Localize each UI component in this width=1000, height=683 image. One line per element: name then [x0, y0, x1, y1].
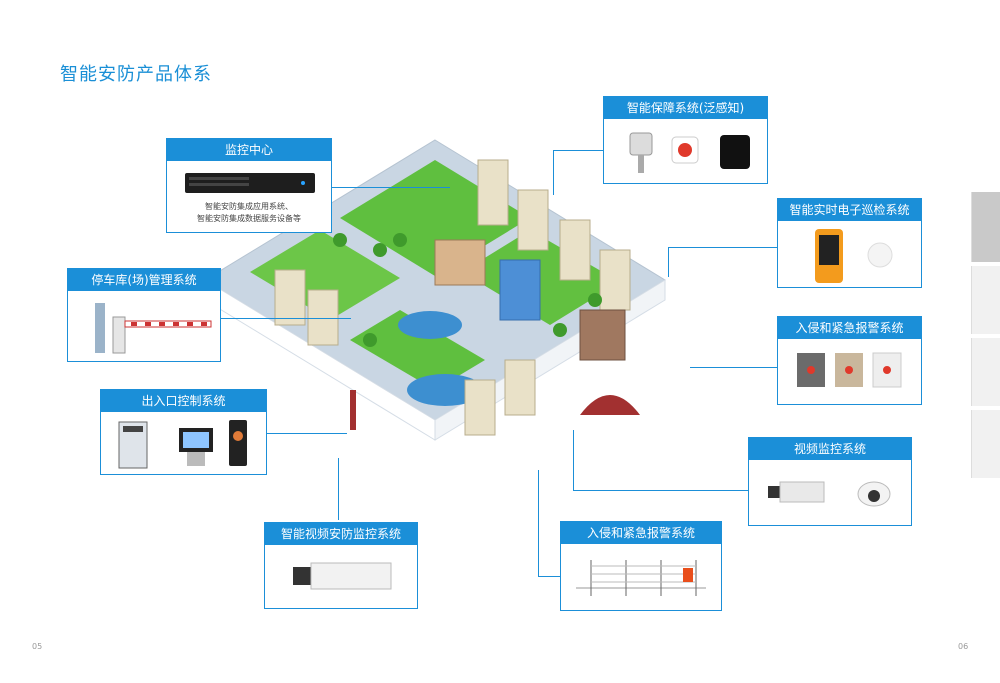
barrier-gate-icon [95, 303, 212, 354]
video-ai-title: 智能视频安防监控系统 [265, 523, 417, 545]
page-number-left: 05 [32, 642, 43, 651]
parking-system-card: 停车库(场)管理系统 [67, 268, 221, 362]
patrol-system-title: 智能实时电子巡检系统 [778, 199, 921, 221]
leader-line [668, 247, 777, 248]
leader-line [221, 318, 351, 319]
guarantee-system-card: 智能保障系统(泛感知) [603, 96, 768, 184]
page-number-right: 06 [958, 642, 969, 651]
parking-system-title: 停车库(场)管理系统 [68, 269, 220, 291]
side-tab-1[interactable] [971, 192, 1000, 262]
monitor-center-title: 监控中心 [167, 139, 331, 161]
monitor-center-card: 监控中心 智能安防集成应用系统、 智能安防集成数据服务设备等 [166, 138, 332, 233]
side-tab-4[interactable] [971, 410, 1000, 478]
leader-line [573, 490, 748, 491]
patrol-system-card: 智能实时电子巡检系统 [777, 198, 922, 288]
patrol-handheld-icon [815, 229, 893, 283]
video-ai-card: 智能视频安防监控系统 [264, 522, 418, 609]
guarantee-system-title: 智能保障系统(泛感知) [604, 97, 767, 119]
page-title: 智能安防产品体系 [60, 64, 212, 85]
alarm-buttons-icon [797, 352, 902, 388]
video-system-title: 视频监控系统 [749, 438, 911, 460]
sensor-set-icon [629, 132, 750, 173]
leader-line [690, 367, 777, 368]
side-tab-2[interactable] [971, 266, 1000, 334]
electric-fence-icon [576, 560, 706, 596]
monitor-center-note-1: 智能安防集成应用系统、 [205, 202, 293, 211]
leader-line [573, 430, 574, 490]
monitor-center-note-2: 智能安防集成数据服务设备等 [197, 214, 301, 223]
video-system-card: 视频监控系统 [748, 437, 912, 526]
leader-line [338, 458, 339, 520]
leader-line [553, 150, 603, 151]
turnstile-terminal-icon [118, 420, 247, 469]
leader-line [538, 470, 539, 576]
side-tab-3[interactable] [971, 338, 1000, 406]
intrusion-alarm-right-title: 入侵和紧急报警系统 [778, 317, 921, 339]
access-control-card: 出入口控制系统 [100, 389, 267, 475]
access-control-title: 出入口控制系统 [101, 390, 266, 412]
intrusion-alarm-bottom-title: 入侵和紧急报警系统 [561, 522, 721, 544]
box-camera-icon [293, 562, 392, 590]
leader-line [267, 433, 347, 434]
cameras-icon [768, 481, 891, 507]
leader-line [553, 150, 554, 195]
leader-line [668, 247, 669, 277]
server-rack-icon [185, 173, 315, 193]
leader-line [538, 576, 560, 577]
leader-line [332, 187, 450, 188]
intrusion-alarm-right-card: 入侵和紧急报警系统 [777, 316, 922, 405]
intrusion-alarm-bottom-card: 入侵和紧急报警系统 [560, 521, 722, 611]
